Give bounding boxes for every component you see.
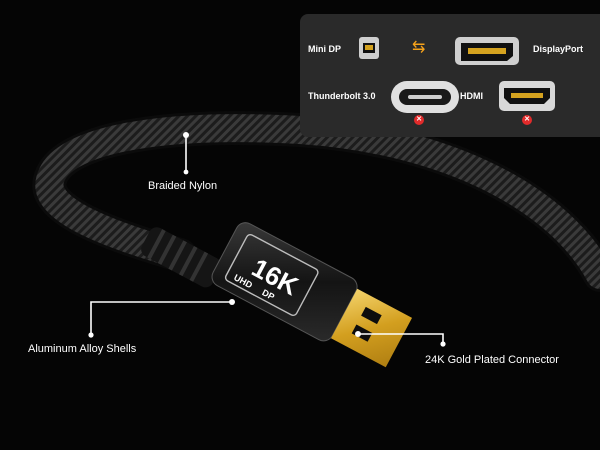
connector-head: 16K UHD DP xyxy=(211,222,413,368)
hdmi-label: HDMI xyxy=(460,91,483,101)
gold-connector-label: 24K Gold Plated Connector xyxy=(425,354,559,366)
x-circle-icon: ✕ xyxy=(414,115,424,125)
compatibility-panel: Mini DP ⇆ DisplayPort Thunderbolt 3.0 ✕ … xyxy=(300,14,600,137)
callout-dots xyxy=(88,132,446,347)
mini-dp-label: Mini DP xyxy=(308,44,341,54)
usb-c-port-icon xyxy=(391,81,459,113)
x-circle-icon: ✕ xyxy=(522,115,532,125)
swap-arrows-icon: ⇆ xyxy=(412,39,426,56)
gold-plated-plug xyxy=(331,288,413,368)
mini-dp-port-icon xyxy=(359,37,379,59)
displayport-label: DisplayPort xyxy=(533,44,584,54)
callout-lines xyxy=(90,135,444,344)
strain-relief xyxy=(141,227,222,288)
thunderbolt-label: Thunderbolt 3.0 xyxy=(308,91,376,101)
hdmi-port-icon xyxy=(499,81,555,111)
aluminum-shell-label: Aluminum Alloy Shells xyxy=(28,343,137,355)
braided-nylon-label: Braided Nylon xyxy=(148,180,218,192)
displayport-port-icon xyxy=(455,37,519,65)
